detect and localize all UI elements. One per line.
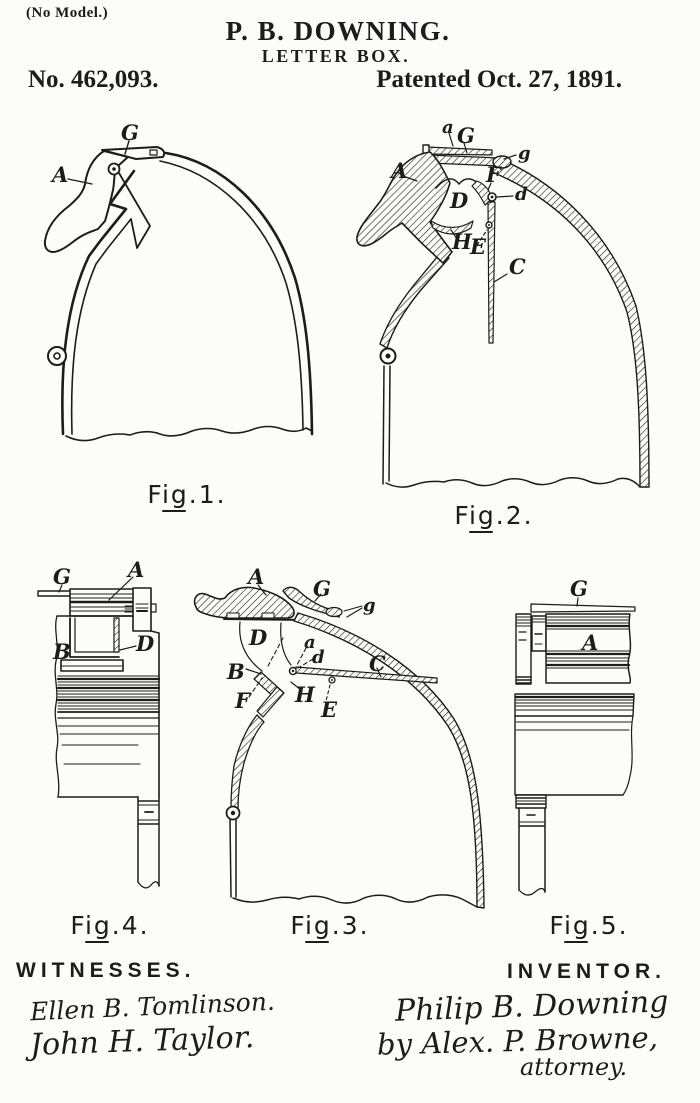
fig2-part-label-G: G	[457, 123, 475, 148]
fig5-part-label-G: G	[570, 576, 588, 601]
witnesses-heading: WITNESSES.	[16, 959, 196, 982]
figure-1-drawing: G A Fig.1.	[43, 120, 314, 512]
patent-date: Patented Oct. 27, 1891.	[376, 66, 622, 93]
inventor-heading: INVENTOR.	[507, 960, 666, 983]
fig3-part-label-g: g	[363, 595, 376, 616]
fig2-part-label-F: F	[485, 162, 503, 187]
figure-2-drawing: a G g A F d D H E C Fig.2.	[356, 117, 650, 533]
fig5-caption: Fig.5.	[549, 911, 628, 940]
fig2-part-label-C: C	[509, 254, 526, 279]
witness-signature-2: John H. Taylor.	[29, 1020, 255, 1063]
fig5-part-label-A: A	[580, 630, 598, 655]
fig2-caption: Fig.2.	[454, 501, 533, 530]
fig4-part-label-G: G	[53, 564, 71, 589]
fig3-part-label-d: d	[312, 647, 325, 668]
fig3-part-label-a: a	[304, 632, 316, 653]
figure-4-drawing: G A D B Fig.4.	[37, 557, 161, 943]
figure-3-drawing: A G g D a d B C F H E Fig.3.	[193, 564, 485, 943]
fig2-part-label-H: H	[451, 229, 473, 254]
fig3-part-label-D: D	[248, 625, 268, 650]
model-note: (No Model.)	[26, 5, 109, 21]
figure-5-drawing: G A Fig.5.	[514, 576, 636, 943]
fig1-caption: Fig.1.	[147, 480, 226, 509]
fig2-part-label-g: g	[518, 143, 531, 164]
fig2-part-label-A: A	[389, 158, 407, 183]
fig3-caption: Fig.3.	[290, 911, 369, 940]
patent-number: No. 462,093.	[28, 66, 159, 93]
fig3-part-label-B: B	[226, 659, 245, 684]
fig4-part-label-D: D	[135, 631, 155, 656]
fig2-part-label-d: d	[515, 184, 528, 205]
fig1-part-label-G: G	[121, 120, 139, 145]
fig4-caption: Fig.4.	[70, 911, 149, 940]
fig3-part-label-H: H	[294, 682, 316, 707]
fig2-part-label-E: E	[469, 234, 487, 259]
fig3-part-label-A: A	[246, 564, 264, 589]
fig2-part-label-a: a	[442, 117, 454, 138]
fig4-part-label-B: B	[52, 639, 71, 664]
patent-title: LETTER BOX.	[261, 46, 411, 66]
attorney-title: attorney.	[520, 1053, 628, 1081]
fig1-part-label-A: A	[50, 162, 68, 187]
fig3-part-label-F: F	[234, 688, 252, 713]
fig3-part-label-G: G	[313, 576, 331, 601]
fig4-part-label-A: A	[126, 557, 144, 582]
fig3-part-label-E: E	[320, 697, 338, 722]
fig2-part-label-D: D	[449, 188, 469, 213]
fig3-part-label-C: C	[369, 651, 386, 676]
patent-author: P. B. DOWNING.	[225, 16, 451, 46]
